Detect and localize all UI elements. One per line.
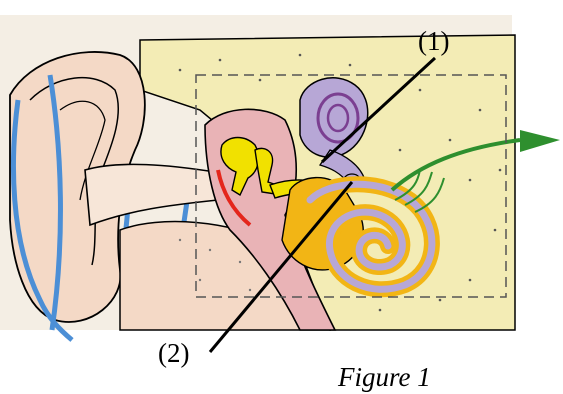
callout-label-2: (2) — [158, 338, 189, 369]
figure-caption: Figure 1 — [338, 362, 431, 393]
arrow-right-icon — [520, 130, 560, 152]
callout-label-1: (1) — [418, 26, 449, 57]
